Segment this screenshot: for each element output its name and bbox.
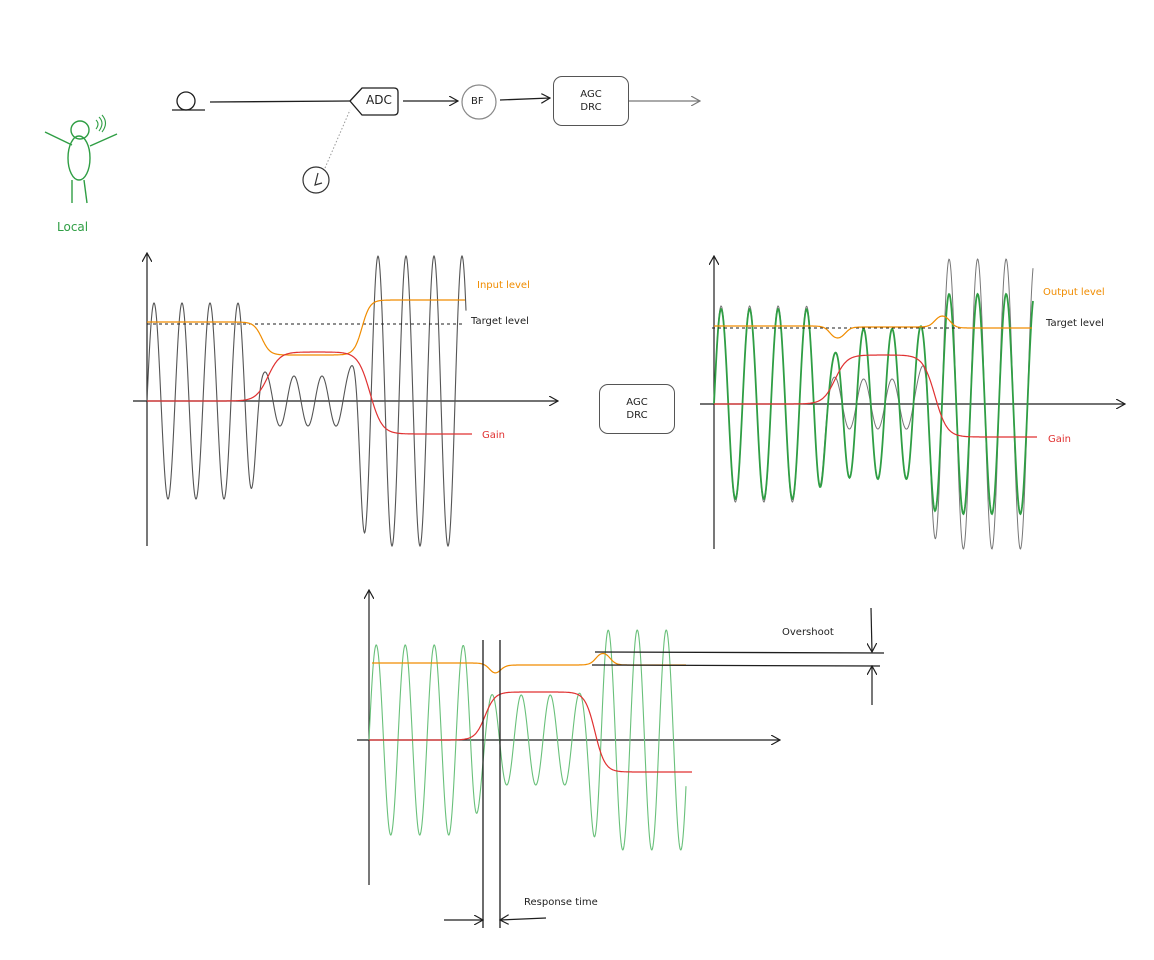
input-signal-wave xyxy=(146,254,467,548)
output-level-curve xyxy=(714,315,1032,339)
output-level-label: Output level xyxy=(1043,287,1105,298)
clock-icon xyxy=(302,166,330,194)
input-gain-label: Gain xyxy=(482,430,505,441)
input-level-curve xyxy=(147,299,465,356)
adc-block xyxy=(349,87,399,116)
detail-output-level-curve xyxy=(372,652,686,674)
person-icon xyxy=(44,114,118,204)
mic-to-adc-line xyxy=(209,100,351,103)
adc-label: ADC xyxy=(366,93,392,107)
detail-gain-curve xyxy=(369,691,692,773)
overshoot-label: Overshoot xyxy=(782,627,834,638)
drc-label: DRC xyxy=(580,102,602,113)
bf-to-agc-arrow xyxy=(499,98,550,100)
detail-signal-wave xyxy=(368,629,687,851)
microphone-icon xyxy=(172,91,205,111)
output-signal-wave xyxy=(713,292,1034,516)
output-gain-label: Gain xyxy=(1048,434,1071,445)
input-gain-curve xyxy=(147,351,472,435)
input-level-label: Input level xyxy=(477,280,530,291)
overshoot-peak-line xyxy=(594,651,885,654)
output-target-level-label: Target level xyxy=(1046,318,1104,329)
agc-label: AGC xyxy=(580,89,602,100)
person-label: Local xyxy=(57,220,89,234)
middle-drc-label: DRC xyxy=(626,410,648,421)
overshoot-down-arrow xyxy=(871,607,872,652)
bf-label: BF xyxy=(471,96,484,107)
overshoot-settled-line xyxy=(591,664,881,667)
agc-drc-block: AGC DRC xyxy=(553,76,629,126)
clock-dotted-line xyxy=(324,109,351,169)
bf-block xyxy=(461,84,497,120)
response-time-label: Response time xyxy=(524,897,598,908)
middle-agc-drc-block: AGC DRC xyxy=(599,384,675,434)
output-gain-curve xyxy=(714,354,1037,438)
middle-agc-label: AGC xyxy=(626,397,648,408)
response-time-left-arrow xyxy=(500,918,547,920)
input-target-level-label: Target level xyxy=(471,316,529,327)
